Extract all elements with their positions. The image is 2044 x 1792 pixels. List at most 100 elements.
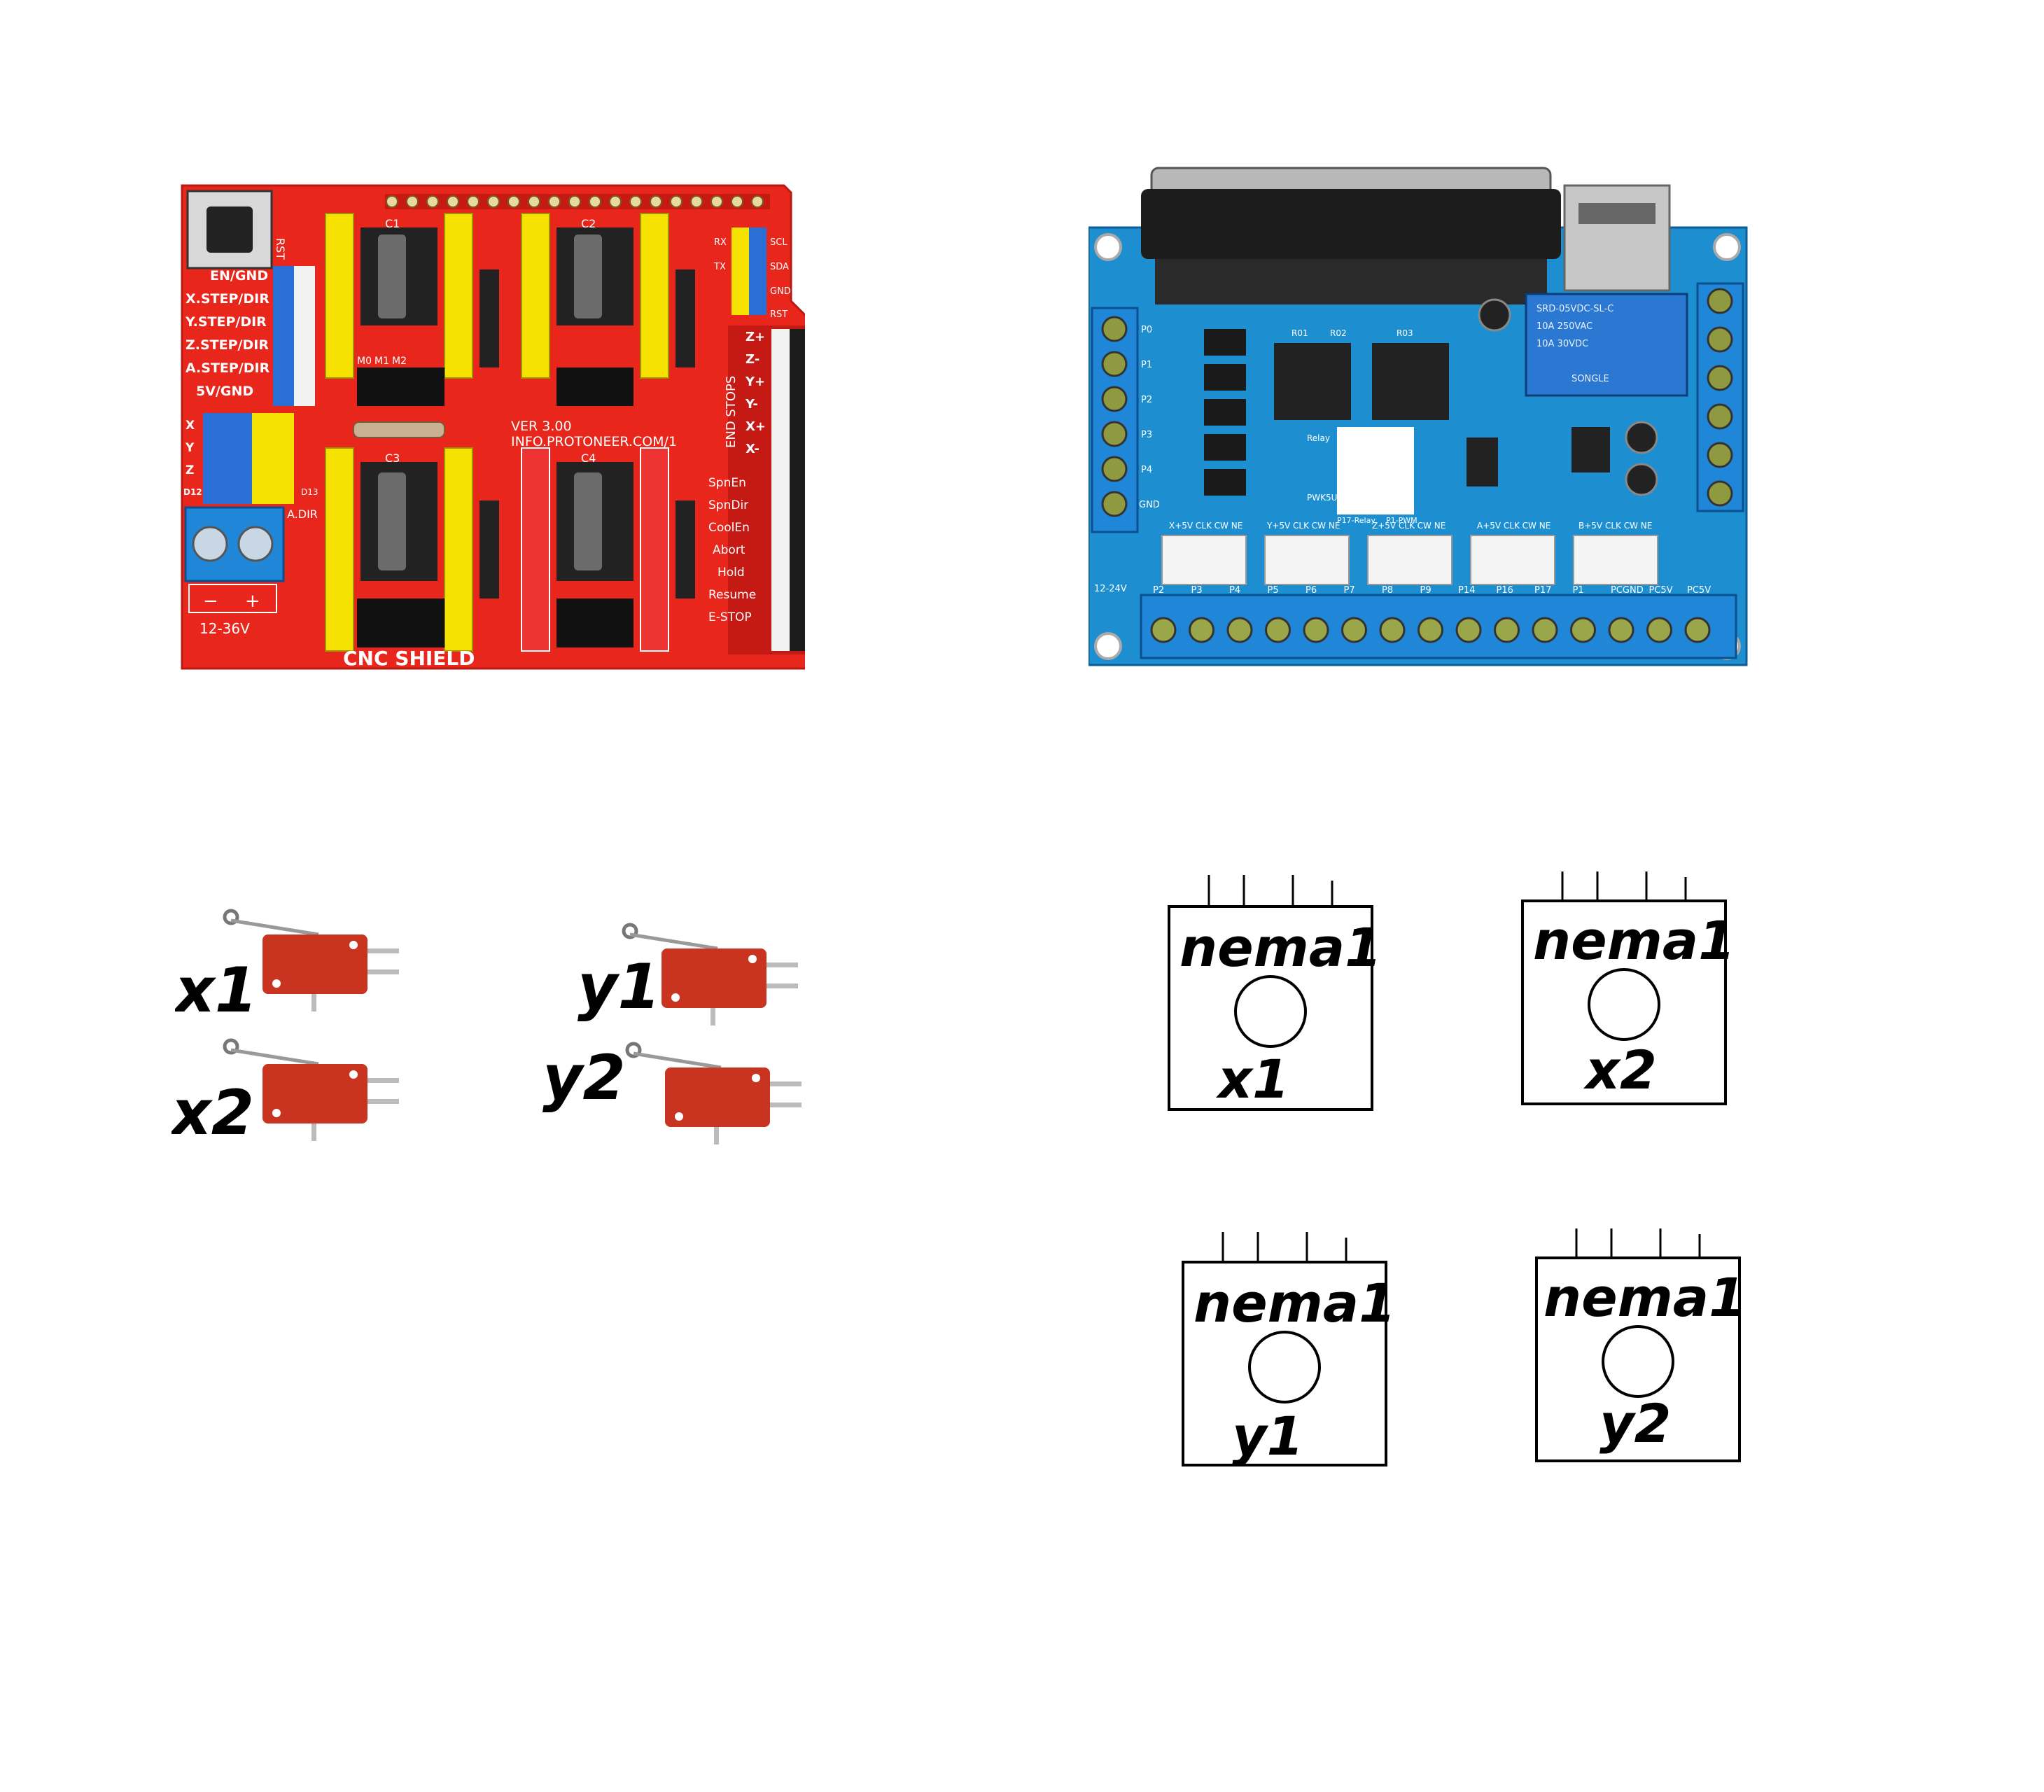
power-terminal: − + 12-36V [184, 506, 285, 637]
terminal-label: P6 [1306, 585, 1317, 596]
motor-axis-label: y2 [1600, 1392, 1671, 1455]
header-hole [731, 195, 743, 208]
fuse [353, 421, 445, 438]
switch-label: y1 [578, 951, 661, 1023]
control-coolen: CoolEn [708, 521, 750, 535]
axis-d13: D13 [301, 487, 318, 497]
motor-connector [1573, 535, 1658, 585]
stepper-pin-header [273, 266, 315, 406]
motor-connector [1470, 535, 1555, 585]
motor-name: nema17 [1533, 909, 1729, 972]
limit-switch-x1: x1 [175, 909, 399, 1015]
power-plus: + [245, 591, 260, 612]
motor-connector [1161, 535, 1247, 585]
pin-label-en: EN/GND [210, 268, 268, 284]
pin-label-z: Z.STEP/DIR [186, 337, 269, 353]
terminal-screw [1226, 617, 1253, 643]
terminal-label: P17 [1534, 585, 1551, 596]
terminal-screw [1379, 617, 1406, 643]
pwm-label: PWK5U [1307, 493, 1337, 503]
motor-y1: nema17 y1 [1182, 1232, 1390, 1467]
motor-axis-label: x2 [1583, 1039, 1657, 1101]
motor-name: nema17 [1180, 916, 1376, 979]
db25-connector [1141, 167, 1561, 304]
driver-slot-z: C3 [325, 447, 473, 652]
p17-relay-label: P17-Relay [1337, 516, 1376, 525]
terminal-label: P5 [1268, 585, 1279, 596]
header-hole [589, 195, 601, 208]
relay-rating-ac: 10A 250VAC [1536, 321, 1592, 332]
switch-body [662, 948, 766, 1008]
driver-slot-a: C4 [521, 447, 669, 652]
capacitor-3 [1625, 463, 1658, 496]
optocoupler-array [1204, 329, 1246, 496]
connector-header-a: A+5V CLK CW NE [1477, 521, 1550, 531]
resistor-r03: R03 [1396, 328, 1413, 338]
url-text: INFO.PROTONEER.COM/1 [511, 434, 677, 449]
terminal-screw [1101, 386, 1128, 412]
i2c-rst: RST [770, 309, 788, 320]
left-pin-p1: P1 [1141, 360, 1152, 370]
header-hole [629, 195, 642, 208]
terminal-screw [1494, 617, 1520, 643]
serial-i2c-header: RX TX SCL SDA GND RST [713, 227, 791, 320]
axis-y: Y [185, 441, 195, 455]
motor-y2: nema17 y2 [1535, 1228, 1743, 1462]
microstep-m0: M0 [357, 356, 372, 367]
regulator [1572, 427, 1610, 472]
relay-label: Relay [1307, 433, 1330, 443]
motor-body [1182, 1261, 1387, 1466]
header-hole [386, 195, 398, 208]
terminal-screw [1303, 617, 1329, 643]
rst-label: RST [274, 238, 287, 260]
terminal-label: P14 [1458, 585, 1475, 596]
breakout-power-label: 12-24V [1094, 584, 1127, 594]
terminal-label: P8 [1382, 585, 1393, 596]
i2c-sda: SDA [770, 262, 789, 272]
endstop-y-plus: Y+ [745, 374, 765, 389]
control-resume: Resume [708, 588, 756, 602]
connector-header-x: X+5V CLK CW NE [1169, 521, 1242, 531]
axis-x: X [186, 419, 195, 433]
optocoupler [1204, 399, 1246, 426]
motor-name: nema17 [1194, 1272, 1390, 1334]
pinout-table [1337, 427, 1414, 514]
axis-z: Z [186, 463, 194, 477]
control-spnen: SpnEn [708, 476, 746, 490]
limit-switch-x2: x2 [172, 1038, 399, 1144]
terminal-screw [1418, 617, 1443, 643]
a-dir-label: A.DIR [287, 507, 318, 521]
header-hole [487, 195, 500, 208]
axis-d12: D12 [183, 487, 202, 497]
optocoupler [1204, 469, 1246, 496]
motor-body [1521, 899, 1727, 1105]
header-hole [426, 195, 439, 208]
switch-body [262, 1064, 368, 1124]
terminal-label: P4 [1229, 585, 1240, 596]
switch-body [665, 1068, 770, 1127]
motor-x1: nema17 x1 [1168, 875, 1376, 1111]
relay-brand: SONGLE [1572, 374, 1609, 384]
driver-label-c4: C4 [581, 451, 596, 465]
control-spndir: SpnDir [708, 498, 748, 512]
usb-port [1563, 184, 1671, 292]
driver-slot-x: C1 M0 M1 M2 [325, 213, 473, 406]
pin-label-y: Y.STEP/DIR [185, 314, 267, 330]
optocoupler [1204, 329, 1246, 356]
optocoupler [1204, 434, 1246, 461]
p1-pwm-label: P1-PWM [1386, 516, 1418, 525]
terminal-screw [1570, 617, 1596, 643]
relay-rating-dc: 10A 30VDC [1536, 339, 1588, 349]
ic-3 [1466, 438, 1498, 486]
pin-label-a: A.STEP/DIR [186, 360, 270, 376]
terminal-screw [1101, 421, 1128, 447]
terminal-screw [1101, 351, 1128, 377]
terminal-label: P16 [1497, 585, 1513, 596]
terminal-label: P3 [1191, 585, 1203, 596]
connector-header-z: Z+5V CLK CW NE [1372, 521, 1446, 531]
resistor-r02: R02 [1330, 328, 1347, 338]
header-hole [751, 195, 764, 208]
driver-label-c2: C2 [581, 217, 596, 230]
relay: SRD-05VDC-SL-C 10A 250VAC 10A 30VDC SONG… [1525, 293, 1688, 397]
power-voltage-label: 12-36V [200, 620, 250, 637]
